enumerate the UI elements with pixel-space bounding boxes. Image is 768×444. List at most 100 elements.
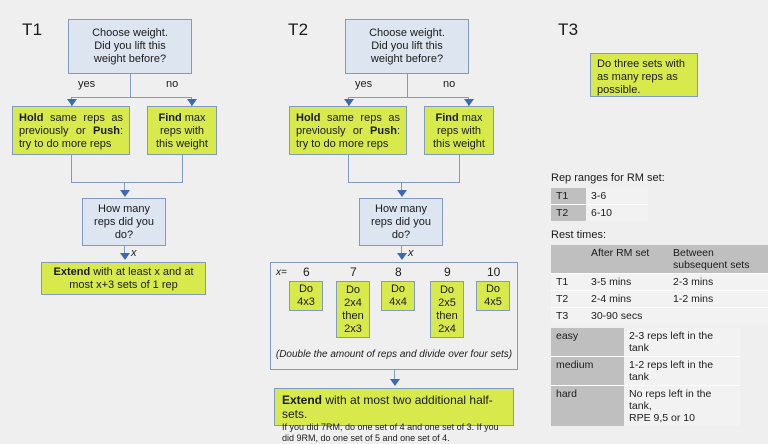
table-row: easy 2-3 reps left in the tank bbox=[551, 328, 740, 357]
t2-merge-arrow bbox=[397, 190, 407, 197]
rest-times-between-0: 2-3 mins bbox=[668, 273, 768, 291]
rest-times-after-2: 30-90 secs bbox=[586, 307, 668, 324]
t2-branch-horizontal bbox=[348, 97, 468, 98]
t2-rep-number-4: 10 bbox=[487, 265, 501, 279]
t1-howmany-text: How many reps did you do? bbox=[94, 202, 154, 241]
difficulty-key-0: easy bbox=[551, 328, 624, 357]
t1-howmany-down bbox=[124, 246, 125, 256]
t2-stem-down bbox=[407, 74, 408, 98]
t1-yes-label: yes bbox=[78, 78, 96, 90]
t2-rep-box-0-text: Do 4x3 bbox=[297, 283, 315, 308]
t2-howmany-down bbox=[401, 246, 402, 256]
t2-start-text: Choose weight. Did you lift this weight … bbox=[369, 27, 445, 65]
t1-stem-down bbox=[130, 74, 131, 98]
t1-x-label: x bbox=[131, 247, 137, 259]
t2-rep-box-1: Do 2x4 then 2x3 bbox=[336, 281, 370, 338]
table-row: T2 2-4 mins 1-2 mins bbox=[551, 290, 768, 308]
t2-hold-text: Hold same reps as previously or Push: tr… bbox=[296, 112, 400, 151]
t2-find-lead: Find bbox=[435, 112, 459, 124]
t2-x-label: x bbox=[408, 247, 414, 259]
t2-rep-box-2-text: Do 4x4 bbox=[389, 283, 407, 308]
t2-yes-label: yes bbox=[355, 78, 373, 90]
t1-hold-rest: same reps as previously or bbox=[19, 112, 123, 137]
rest-times-caption: Rest times: bbox=[551, 229, 607, 241]
t2-extend-arrow bbox=[390, 379, 400, 386]
t2-start-box: Choose weight. Did you lift this weight … bbox=[345, 19, 469, 74]
t2-hold-box: Hold same reps as previously or Push: tr… bbox=[289, 106, 407, 155]
t1-extend-rest: with at least x and at most x+3 sets of … bbox=[69, 265, 194, 291]
rest-times-after-0: 3-5 mins bbox=[586, 273, 668, 291]
t1-hold-down bbox=[71, 155, 72, 183]
table-row: hard No reps left in the tank, RPE 9,5 o… bbox=[551, 385, 740, 426]
table-row: medium 1-2 reps left in the tank bbox=[551, 356, 740, 386]
t2-find-rest: max reps with this weight bbox=[433, 112, 485, 150]
rest-times-key-0: T1 bbox=[551, 273, 586, 291]
t2-reps-arrow bbox=[397, 253, 407, 260]
t2-extend-box: Extend with at most two additional half-… bbox=[274, 388, 514, 443]
t2-find-text: Find max reps with this weight bbox=[433, 112, 485, 150]
t2-reps-note: (Double the amount of reps and divide ov… bbox=[275, 349, 513, 360]
t2-rep-number-3: 9 bbox=[444, 265, 451, 279]
column-title-t2: T2 bbox=[288, 20, 309, 39]
t2-hold-rest: same reps as previously or bbox=[296, 112, 400, 137]
t2-howmany-box: How many reps did you do? bbox=[359, 198, 443, 246]
t1-merge-arrow bbox=[120, 190, 130, 197]
rest-times-between-1: 1-2 mins bbox=[668, 290, 768, 308]
t1-find-box: Find max reps with this weight bbox=[147, 106, 217, 155]
t2-find-down bbox=[459, 155, 460, 183]
t2-merge-down bbox=[401, 182, 402, 193]
table-row: T2 6-10 bbox=[551, 204, 648, 221]
rep-ranges-key-1: T2 bbox=[551, 204, 586, 221]
flowchart-canvas: T1 Choose weight. Did you lift this weig… bbox=[12, 19, 768, 443]
rep-ranges-caption: Rep ranges for RM set: bbox=[551, 172, 665, 184]
t1-no-arrow bbox=[187, 99, 197, 106]
t1-no-label: no bbox=[166, 78, 179, 90]
rest-times-key-2: T3 bbox=[551, 307, 586, 324]
rep-ranges-value-0: 3-6 bbox=[586, 188, 648, 205]
t2-x-equals-label: x= bbox=[276, 267, 287, 278]
t3-box: Do three sets with as many reps as possi… bbox=[590, 53, 698, 97]
t3-box-text: Do three sets with as many reps as possi… bbox=[597, 58, 686, 96]
t2-yes-arrow bbox=[344, 99, 354, 106]
difficulty-table: easy 2-3 reps left in the tank medium 1-… bbox=[551, 328, 740, 426]
difficulty-value-2: No reps left in the tank, RPE 9,5 or 10 bbox=[624, 385, 740, 426]
t1-howmany-box: How many reps did you do? bbox=[82, 198, 166, 246]
t1-extend-lead: Extend bbox=[53, 265, 91, 278]
t2-push-rest: : try to do more reps bbox=[296, 125, 400, 150]
table-header-row: After RM set Between subsequent sets bbox=[551, 245, 768, 274]
t2-rep-box-3-text: Do 2x5 then 2x4 bbox=[436, 283, 458, 335]
t1-start-box: Choose weight. Did you lift this weight … bbox=[68, 19, 192, 74]
t2-merge-horizontal bbox=[348, 182, 460, 183]
t1-push-lead: Push bbox=[93, 125, 120, 137]
t2-reps-container bbox=[270, 262, 518, 370]
rest-times-after-1: 2-4 mins bbox=[586, 290, 668, 308]
t2-rep-box-3: Do 2x5 then 2x4 bbox=[430, 281, 464, 338]
t1-branch-horizontal bbox=[71, 97, 191, 98]
rest-times-key-1: T2 bbox=[551, 290, 586, 308]
t2-rep-box-1-text: Do 2x4 then 2x3 bbox=[342, 283, 364, 335]
t1-hold-lead: Hold bbox=[19, 112, 44, 124]
t2-extend-lead: Extend bbox=[282, 393, 323, 407]
t2-push-lead: Push bbox=[370, 125, 397, 137]
t1-find-lead: Find bbox=[158, 112, 182, 124]
t1-find-rest: max reps with this weight bbox=[156, 112, 208, 150]
difficulty-value-1: 1-2 reps left in the tank bbox=[624, 356, 740, 386]
difficulty-key-1: medium bbox=[551, 356, 624, 386]
difficulty-value-0: 2-3 reps left in the tank bbox=[624, 328, 740, 357]
t2-rep-box-4: Do 4x5 bbox=[476, 281, 510, 311]
t2-no-arrow bbox=[464, 99, 474, 106]
t1-merge-horizontal bbox=[71, 182, 183, 183]
rest-times-table: After RM set Between subsequent sets T1 … bbox=[551, 245, 768, 324]
table-row: T1 3-5 mins 2-3 mins bbox=[551, 273, 768, 291]
t2-hold-down bbox=[348, 155, 349, 183]
t1-yes-arrow bbox=[67, 99, 77, 106]
t2-extend-sub: If you did 7RM, do one set of 4 and one … bbox=[282, 422, 499, 443]
t2-extend-rest: with at most two additional half-sets. bbox=[282, 393, 493, 421]
t1-find-down bbox=[182, 155, 183, 183]
t1-hold-box: Hold same reps as previously or Push: tr… bbox=[12, 106, 130, 155]
t2-rep-box-0: Do 4x3 bbox=[289, 281, 323, 311]
t2-rep-box-4-text: Do 4x5 bbox=[484, 283, 502, 308]
t2-find-box: Find max reps with this weight bbox=[424, 106, 494, 155]
t2-rep-number-1: 7 bbox=[350, 265, 357, 279]
t2-rep-number-2: 8 bbox=[395, 265, 402, 279]
